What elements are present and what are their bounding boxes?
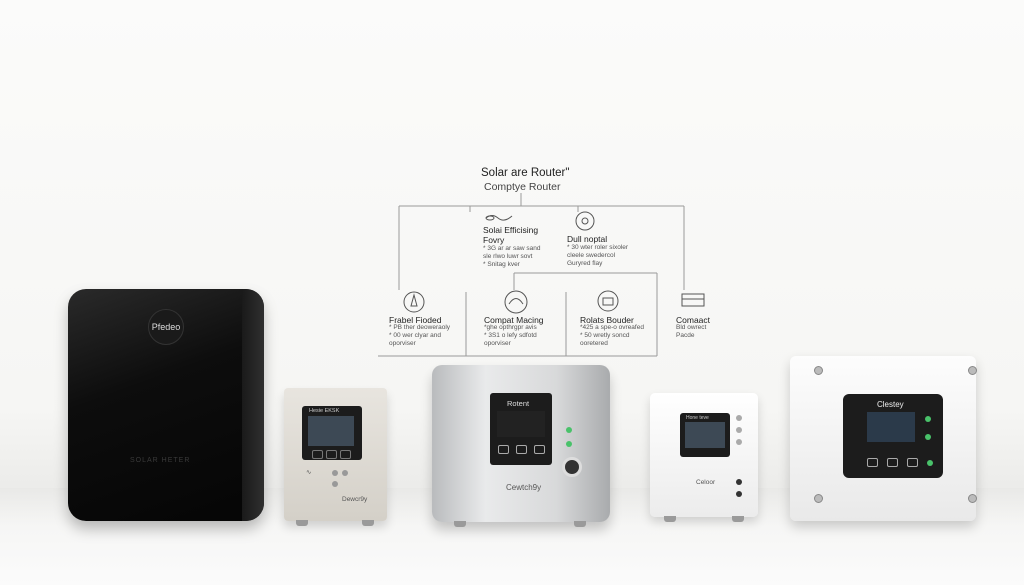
diagram-subtitle: Comptye Router: [484, 181, 561, 193]
panel-button[interactable]: [340, 450, 351, 459]
node-compact-title: Comaact: [676, 315, 711, 325]
machine-icon: [503, 289, 529, 315]
corner-screw: [968, 494, 977, 503]
power-button[interactable]: [927, 460, 933, 466]
panel-button[interactable]: [326, 450, 337, 459]
status-led-green: [925, 434, 931, 440]
brand-label: Cewtch9y: [506, 483, 542, 492]
unit-foot: [362, 520, 374, 526]
panel-button[interactable]: [312, 450, 323, 459]
unit-foot: [732, 516, 744, 522]
indicator-button[interactable]: [332, 470, 338, 476]
node-compat-note: oporviser: [484, 340, 511, 347]
brand-badge: Pfedeo: [148, 309, 184, 345]
indicator-button[interactable]: [342, 470, 348, 476]
indicator-light: [736, 415, 742, 421]
node-efficiency-note: sle rlwo luwr sovt: [483, 253, 533, 260]
lcd-screen: [308, 416, 354, 446]
corner-screw: [968, 366, 977, 375]
screen-title: Hesie EKSK: [309, 408, 340, 414]
node-efficiency-note: * Snitag kver: [483, 261, 520, 268]
power-button[interactable]: [736, 479, 742, 485]
silver-router-unit: Rotent Cewtch9y: [432, 365, 610, 527]
indicator-light: [736, 439, 742, 445]
control-panel: Hesie EKSK: [302, 406, 362, 460]
node-compat-note: * 3S1 o lefy sdfotd: [484, 332, 537, 339]
status-led-green: [566, 441, 572, 447]
node-flood-note: * 00 wer clyar and: [389, 332, 442, 339]
status-led-green: [566, 427, 572, 433]
node-efficiency-note: * 3G ar ar saw sand: [483, 245, 541, 252]
node-flood-note: * PB ther deoweraoly: [389, 324, 451, 331]
power-knob[interactable]: [562, 457, 582, 477]
unit-foot: [664, 516, 676, 522]
wave-icon: ∿: [306, 469, 312, 476]
node-flood-title: Frabel Fioded: [389, 315, 442, 325]
mode-button[interactable]: [736, 491, 742, 497]
unit-foot: [454, 521, 466, 527]
node-dual-note: cleele swedercol: [567, 252, 616, 259]
node-compat-title: Compat Macing: [484, 315, 544, 325]
node-dual-note: Guryred flay: [567, 260, 603, 267]
unit-label: SOLAR HETER: [130, 457, 191, 464]
corner-screw: [814, 366, 823, 375]
unit-side-panel: [242, 289, 264, 521]
brand-label: Celoor: [696, 479, 716, 486]
node-dual-note: * 30 wter roler sixoler: [567, 244, 629, 251]
panel-button[interactable]: [867, 458, 878, 467]
control-panel: Hone teve: [680, 413, 730, 457]
router-icon: [596, 289, 620, 313]
node-compat-note: *ghe opthrgpr avis: [484, 324, 537, 331]
node-flood-note: oporviser: [389, 340, 416, 347]
corner-screw: [814, 494, 823, 503]
node-efficiency-title: Solai Efficising: [483, 225, 539, 235]
small-white-router-unit: Hone teve Celoor: [650, 393, 758, 522]
black-solar-unit: Pfedeo SOLAR HETER: [68, 289, 264, 521]
large-white-router-unit: Clestey: [790, 356, 977, 521]
node-router-note: * 50 wretly soncd: [580, 332, 630, 339]
node-efficiency-subtitle: Fovry: [483, 235, 505, 245]
node-router-note: *425 a spe-o ovreafed: [580, 324, 644, 331]
screen-title: Hone teve: [686, 415, 709, 421]
control-panel: Rotent: [490, 393, 552, 465]
node-compact-note: Bld owrect: [676, 324, 707, 331]
panel-button[interactable]: [887, 458, 898, 467]
brand-label: Dewcr9y: [342, 496, 368, 503]
node-dual-title: Dull noptal: [567, 234, 608, 244]
beige-router-unit: Hesie EKSK ∿ Dewcr9y: [284, 388, 387, 526]
node-compact-note: Pacde: [676, 332, 695, 339]
lcd-screen: [685, 422, 725, 448]
panel-button[interactable]: [498, 445, 509, 454]
node-router-note: ooretered: [580, 340, 608, 347]
indicator-button[interactable]: [332, 481, 338, 487]
unit-foot: [296, 520, 308, 526]
flame-icon: [402, 290, 426, 314]
status-led-green: [925, 416, 931, 422]
lcd-screen: [867, 412, 915, 442]
panel-button[interactable]: [907, 458, 918, 467]
panel-button[interactable]: [516, 445, 527, 454]
node-router-title: Rolats Bouder: [580, 315, 634, 325]
indicator-light: [736, 427, 742, 433]
diagram-title: Solar are Router": [481, 167, 570, 179]
screen-title: Clestey: [877, 400, 904, 409]
box-icon: [680, 290, 706, 310]
solar-panel-icon: [484, 212, 514, 222]
unit-foot: [574, 521, 586, 527]
dial-icon: [575, 210, 595, 232]
lcd-screen: [497, 411, 545, 437]
panel-button[interactable]: [534, 445, 545, 454]
screen-title: Rotent: [507, 399, 530, 408]
control-panel: Clestey: [843, 394, 943, 478]
